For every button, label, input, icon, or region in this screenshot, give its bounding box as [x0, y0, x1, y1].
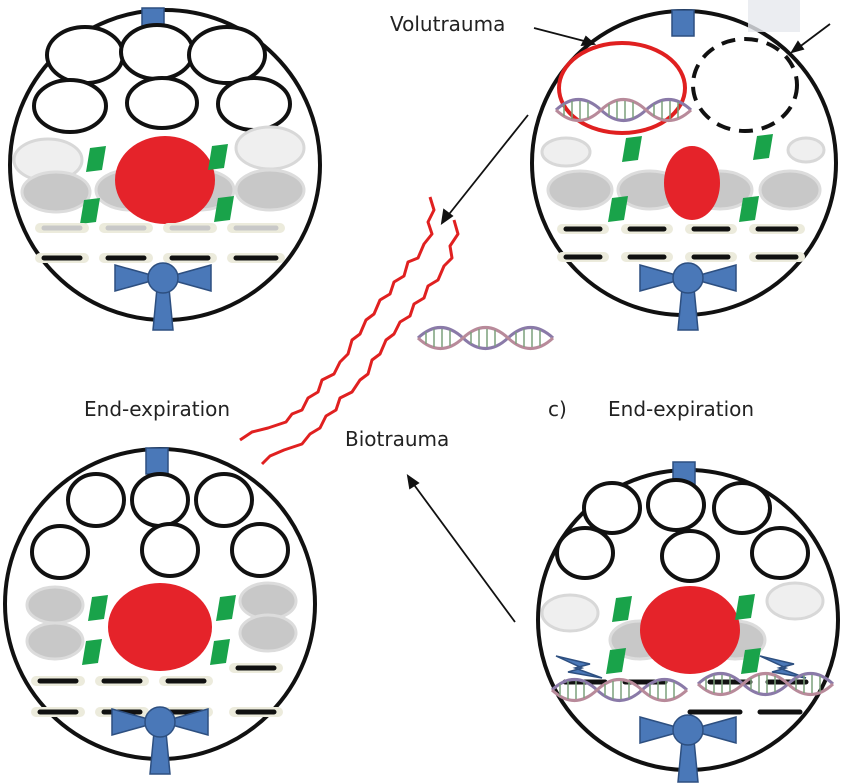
lightning-icon	[555, 655, 603, 679]
macrophage	[640, 586, 740, 674]
alveolus-panel-bottom-right	[536, 461, 840, 783]
alveolus-panel-top-right	[530, 9, 838, 331]
volutrauma-label: Volutrauma	[390, 12, 506, 36]
collapsed-alveolus	[691, 37, 799, 133]
biotrauma-label: Biotrauma	[345, 427, 450, 451]
macrophage	[664, 146, 720, 220]
alveolus-panel-bottom-left	[3, 447, 317, 775]
end-expiration-label-left: End-expiration	[84, 397, 231, 421]
square-marker-icon	[671, 9, 695, 37]
dna-helix-icon	[416, 326, 555, 350]
arrows	[406, 23, 831, 623]
alveolus-panel-top-left	[8, 7, 322, 331]
panel-c-label: c)	[548, 397, 567, 421]
square-marker-icon	[145, 447, 169, 475]
macrophage	[108, 583, 212, 671]
biotrauma-strands	[239, 196, 460, 466]
end-expiration-label-right: End-expiration	[608, 397, 755, 421]
faded-helix-icon	[748, 0, 800, 32]
macrophage	[115, 136, 215, 224]
lightning-icon	[759, 655, 807, 679]
